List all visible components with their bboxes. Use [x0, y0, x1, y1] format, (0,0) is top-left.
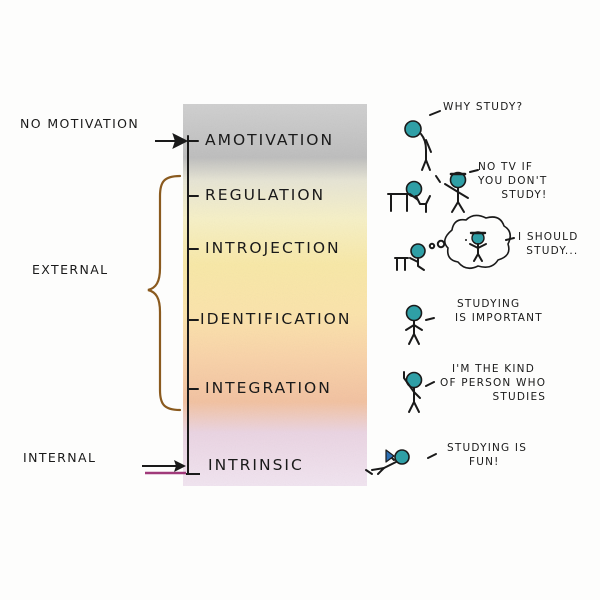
external-brace — [147, 174, 182, 412]
reading-figure-icon — [365, 449, 437, 475]
level-regulation: REGULATION — [205, 186, 326, 204]
speech-intrinsic: STUDYING IS FUN! — [447, 442, 528, 469]
level-introjection: INTROJECTION — [205, 239, 341, 257]
standing-figure-icon — [405, 304, 435, 345]
internal-arrow — [142, 460, 200, 475]
speech-introjection: I SHOULD STUDY... — [518, 231, 579, 258]
no-motivation-label: NO MOTIVATION — [20, 116, 140, 131]
external-label: EXTERNAL — [32, 262, 109, 277]
no-motivation-arrow — [155, 133, 189, 149]
internal-label: INTERNAL — [23, 450, 97, 465]
axis-line — [187, 135, 199, 475]
scolding-parent-icon — [435, 169, 479, 213]
level-amotivation: AMOTIVATION — [205, 131, 335, 149]
thinking-child-icon — [394, 239, 446, 271]
speech-amotivation: WHY STUDY? — [443, 101, 524, 113]
slumped-figure-icon — [404, 110, 441, 171]
level-identification: IDENTIFICATION — [200, 310, 352, 328]
speech-identification: STUDYING IS IMPORTANT — [455, 298, 543, 325]
level-intrinsic: INTRINSIC — [208, 456, 304, 474]
raised-hand-figure-icon — [403, 371, 435, 413]
speech-regulation: NO TV IF YOU DON'T STUDY! — [478, 161, 548, 202]
speech-integration: I'M THE KIND OF PERSON WHO STUDIES — [440, 363, 547, 404]
thought-bubble-icon — [444, 214, 512, 270]
child-at-desk-icon — [387, 180, 431, 213]
level-integration: INTEGRATION — [205, 379, 332, 397]
